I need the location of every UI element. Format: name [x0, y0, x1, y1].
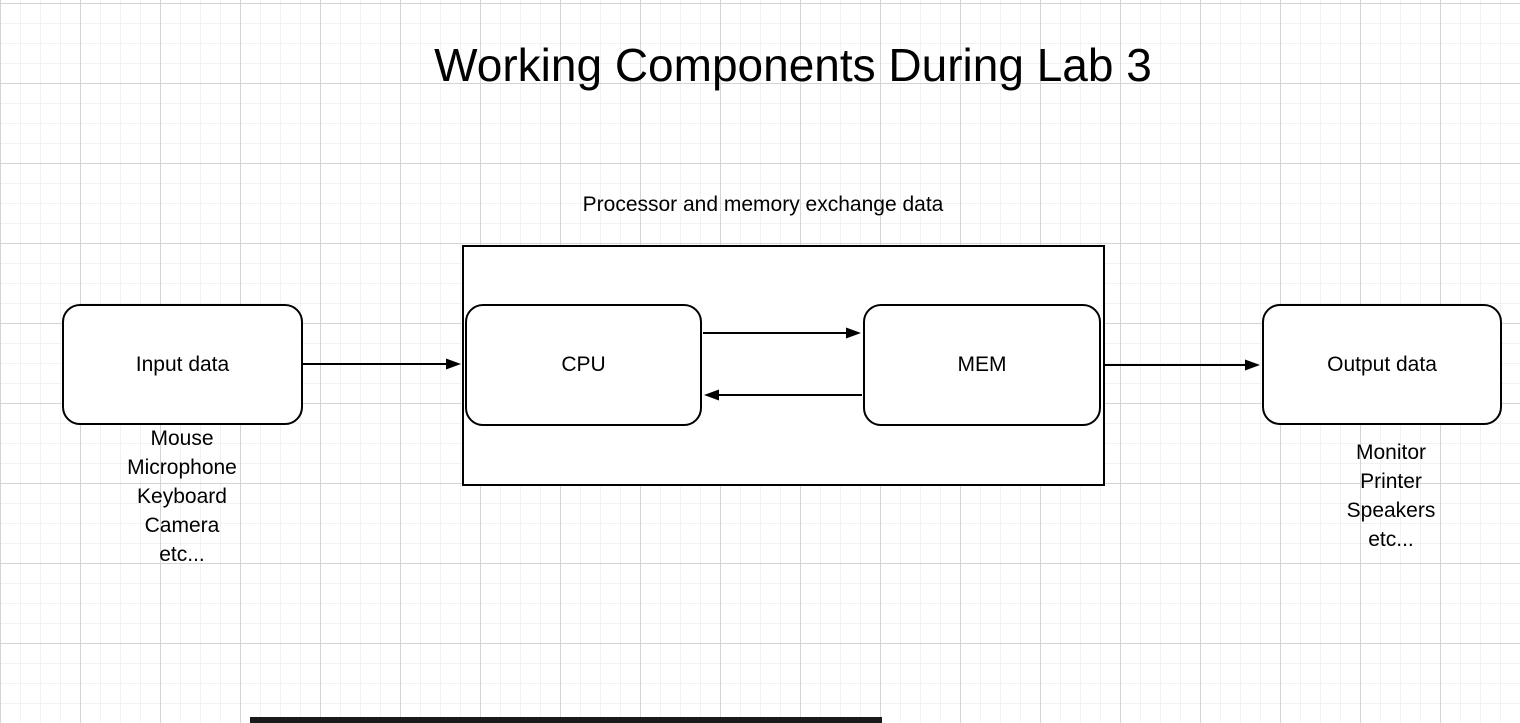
arrow-cpu-to-mem[interactable] [703, 327, 861, 339]
list-item: Keyboard [137, 485, 227, 508]
list-item: Speakers [1346, 499, 1436, 522]
list-item: Printer [1360, 470, 1422, 493]
arrow-mem-to-output[interactable] [1104, 359, 1260, 371]
node-input-data-label: Input data [135, 352, 230, 376]
diagram-title: Working Components During Lab 3 [434, 39, 1152, 91]
list-item: Mouse [150, 427, 214, 450]
list-item: etc... [159, 543, 205, 566]
node-mem[interactable]: MEM [863, 304, 1101, 426]
node-input-data[interactable]: Input data [62, 304, 303, 425]
list-item: Camera [144, 514, 220, 537]
horizontal-scrollbar-thumb[interactable] [250, 717, 882, 723]
list-item: Monitor [1355, 441, 1427, 464]
output-examples-list: Monitor Printer Speakers etc... [1271, 438, 1511, 554]
arrow-input-to-cpu[interactable] [303, 358, 461, 370]
node-output-data[interactable]: Output data [1262, 304, 1502, 425]
node-output-data-label: Output data [1327, 352, 1437, 376]
list-item: etc... [1368, 528, 1414, 551]
node-cpu[interactable]: CPU [465, 304, 702, 426]
container-label: Processor and memory exchange data [582, 193, 944, 216]
node-mem-label: MEM [957, 353, 1007, 376]
input-examples-list: Mouse Microphone Keyboard Camera etc... [62, 424, 302, 569]
list-item: Microphone [127, 456, 237, 479]
node-cpu-label: CPU [561, 353, 606, 376]
arrow-mem-to-cpu[interactable] [704, 389, 862, 401]
